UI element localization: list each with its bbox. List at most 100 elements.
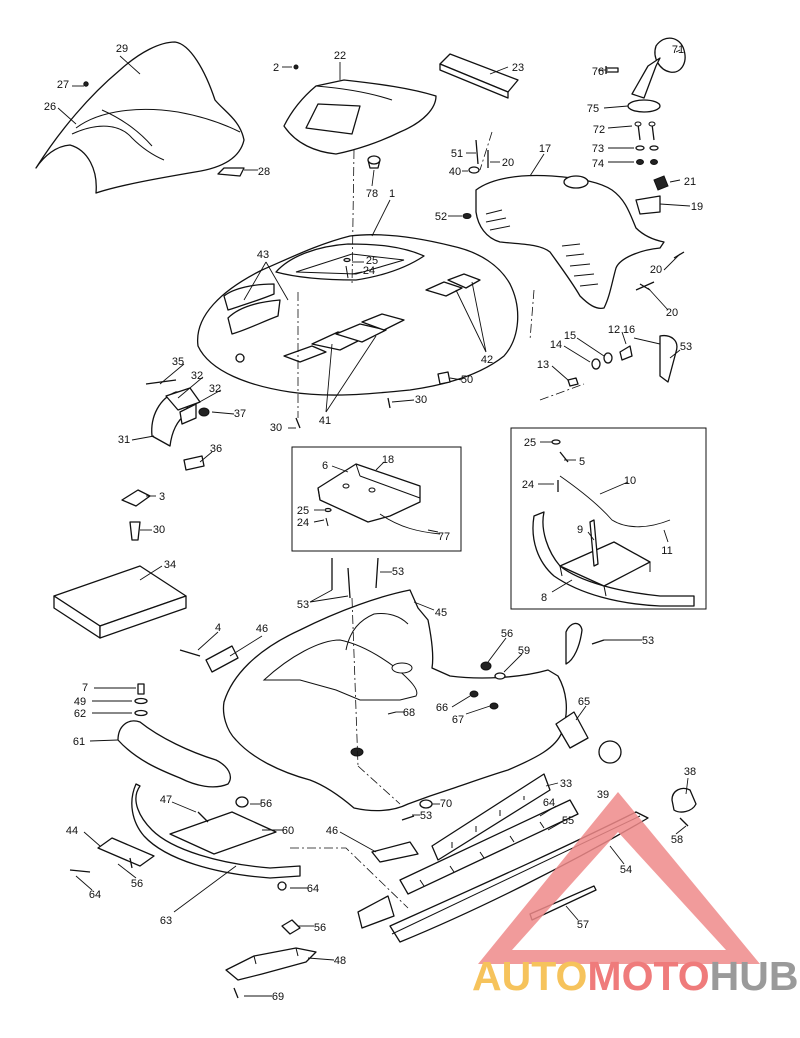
bolt-69 — [233, 987, 239, 999]
callout-label-25: 25 — [366, 255, 378, 267]
cap-39 — [598, 740, 622, 764]
nut-56-rear — [235, 796, 249, 808]
callout-label-29: 29 — [116, 43, 128, 55]
callout-label-51: 51 — [451, 148, 463, 160]
handle-16-53 — [659, 334, 678, 383]
callout-label-63: 63 — [160, 915, 172, 927]
screw-2 — [293, 64, 299, 70]
callout-label-73: 73 — [592, 143, 604, 155]
callout-label-55: 55 — [562, 815, 574, 827]
callout-label-41: 41 — [319, 415, 331, 427]
centerlines — [297, 131, 585, 805]
callout-label-52: 52 — [435, 211, 447, 223]
callout-label-4: 4 — [215, 622, 221, 634]
side-panel — [475, 174, 665, 310]
screw-27 — [83, 81, 89, 87]
callout-label-15: 15 — [564, 330, 576, 342]
hood — [197, 234, 519, 396]
callout-label-30: 30 — [153, 524, 165, 536]
callout-label-20: 20 — [666, 307, 678, 319]
nut-21 — [653, 175, 669, 191]
callout-label-57: 57 — [577, 919, 589, 931]
callout-label-46: 46 — [326, 825, 338, 837]
gasket-75 — [627, 99, 661, 113]
rear-bumper-63 — [131, 783, 301, 879]
callout-label-2: 2 — [273, 62, 279, 74]
callout-label-64: 64 — [89, 889, 101, 901]
windshield-trim-28 — [217, 167, 245, 177]
callout-label-42: 42 — [481, 354, 493, 366]
clip-3 — [121, 489, 151, 507]
callout-label-40: 40 — [449, 166, 461, 178]
bracket-rear-left — [357, 895, 395, 929]
detail-box-plate — [291, 446, 462, 552]
callout-label-30: 30 — [415, 394, 427, 406]
callout-label-20: 20 — [502, 157, 514, 169]
callout-label-7: 7 — [82, 682, 88, 694]
callout-label-64: 64 — [307, 883, 319, 895]
callout-label-38: 38 — [684, 766, 696, 778]
callout-label-24: 24 — [522, 479, 534, 491]
callout-label-39: 39 — [597, 789, 609, 801]
callout-label-78: 78 — [366, 188, 378, 200]
callout-label-43: 43 — [257, 249, 269, 261]
foam-strip-23 — [439, 53, 519, 99]
callout-label-44: 44 — [66, 825, 78, 837]
callout-label-21: 21 — [684, 176, 696, 188]
bottom-pan — [222, 589, 568, 812]
washer-15 — [603, 352, 613, 364]
centerline-rear — [290, 847, 409, 909]
detail-box-bumper — [510, 427, 707, 610]
foam-pad-34 — [53, 565, 187, 639]
callout-label-27: 27 — [57, 79, 69, 91]
trim-rail-55 — [399, 799, 579, 895]
callout-label-25: 25 — [524, 437, 536, 449]
callout-label-56: 56 — [314, 922, 326, 934]
cable-10 — [559, 475, 671, 528]
callout-label-23: 23 — [512, 62, 524, 74]
callout-label-6: 6 — [322, 460, 328, 472]
watermark-triangle — [478, 792, 760, 964]
callout-label-56: 56 — [501, 628, 513, 640]
callout-label-5: 5 — [579, 456, 585, 468]
screw-30-center — [295, 417, 301, 429]
callout-label-50: 50 — [461, 374, 473, 386]
strap-9 — [589, 519, 599, 567]
nuts-74 — [636, 159, 658, 165]
callout-label-10: 10 — [624, 475, 636, 487]
callout-label-49: 49 — [74, 696, 86, 708]
fasteners — [129, 139, 685, 869]
callout-label-16: 16 — [623, 324, 635, 336]
bolt-35 — [145, 379, 177, 385]
washers-73 — [635, 145, 659, 151]
callout-label-62: 62 — [74, 708, 86, 720]
callout-label-20: 20 — [650, 264, 662, 276]
callout-label-45: 45 — [435, 607, 447, 619]
callout-label-72: 72 — [593, 124, 605, 136]
callout-label-71: 71 — [672, 44, 684, 56]
callout-label-53: 53 — [642, 635, 654, 647]
callout-label-60: 60 — [282, 825, 294, 837]
callout-label-32: 32 — [191, 370, 203, 382]
callout-label-12: 12 — [608, 324, 620, 336]
grille-65 — [555, 711, 589, 749]
hood-bracket — [151, 387, 201, 447]
screw-30-right — [387, 397, 391, 409]
callout-label-65: 65 — [578, 696, 590, 708]
screw-30-left — [129, 521, 141, 541]
callout-label-56: 56 — [260, 798, 272, 810]
leader-lines — [57, 49, 691, 997]
callout-label-26: 26 — [44, 101, 56, 113]
callout-label-68: 68 — [403, 707, 415, 719]
callout-label-32: 32 — [209, 383, 221, 395]
windshield — [35, 41, 245, 194]
cable-77 — [379, 513, 441, 535]
watermark: AUTOMOTOHUB — [472, 792, 799, 999]
callout-label-59: 59 — [518, 645, 530, 657]
bolt-4 — [179, 649, 201, 657]
callout-label-70: 70 — [440, 798, 452, 810]
watermark-text: AUTOMOTOHUB — [472, 953, 799, 999]
callout-label-46: 46 — [256, 623, 268, 635]
front-bumper-8 — [532, 511, 695, 607]
